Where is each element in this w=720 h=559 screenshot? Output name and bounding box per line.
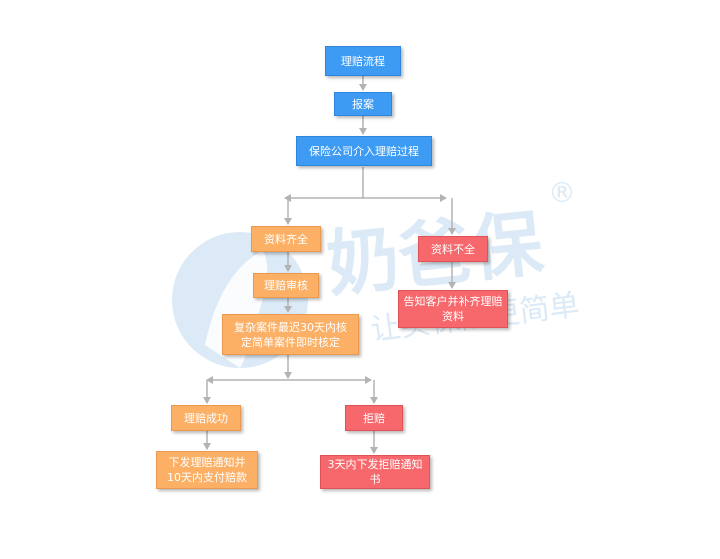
node-docs-complete: 资料齐全 bbox=[251, 226, 321, 252]
node-pay-notice: 下发理赔通知并 10天内支付赔款 bbox=[156, 451, 258, 489]
node-claim-success: 理赔成功 bbox=[171, 405, 241, 431]
node-insurer-intervene: 保险公司介入理赔过程 bbox=[296, 136, 432, 166]
node-docs-incomplete: 资料不全 bbox=[418, 236, 488, 262]
node-notify-supplement: 告知客户并补齐理赔 资料 bbox=[398, 290, 508, 328]
node-rejected: 拒赔 bbox=[345, 405, 403, 431]
node-review-time: 复杂案件最迟30天内核 定简单案件即时核定 bbox=[222, 314, 359, 355]
node-reject-notice: 3天内下发拒赔通知 书 bbox=[320, 455, 430, 489]
node-report: 报案 bbox=[334, 92, 392, 116]
node-claim-review: 理赔审核 bbox=[253, 273, 319, 298]
node-claim-process: 理赔流程 bbox=[325, 46, 401, 76]
